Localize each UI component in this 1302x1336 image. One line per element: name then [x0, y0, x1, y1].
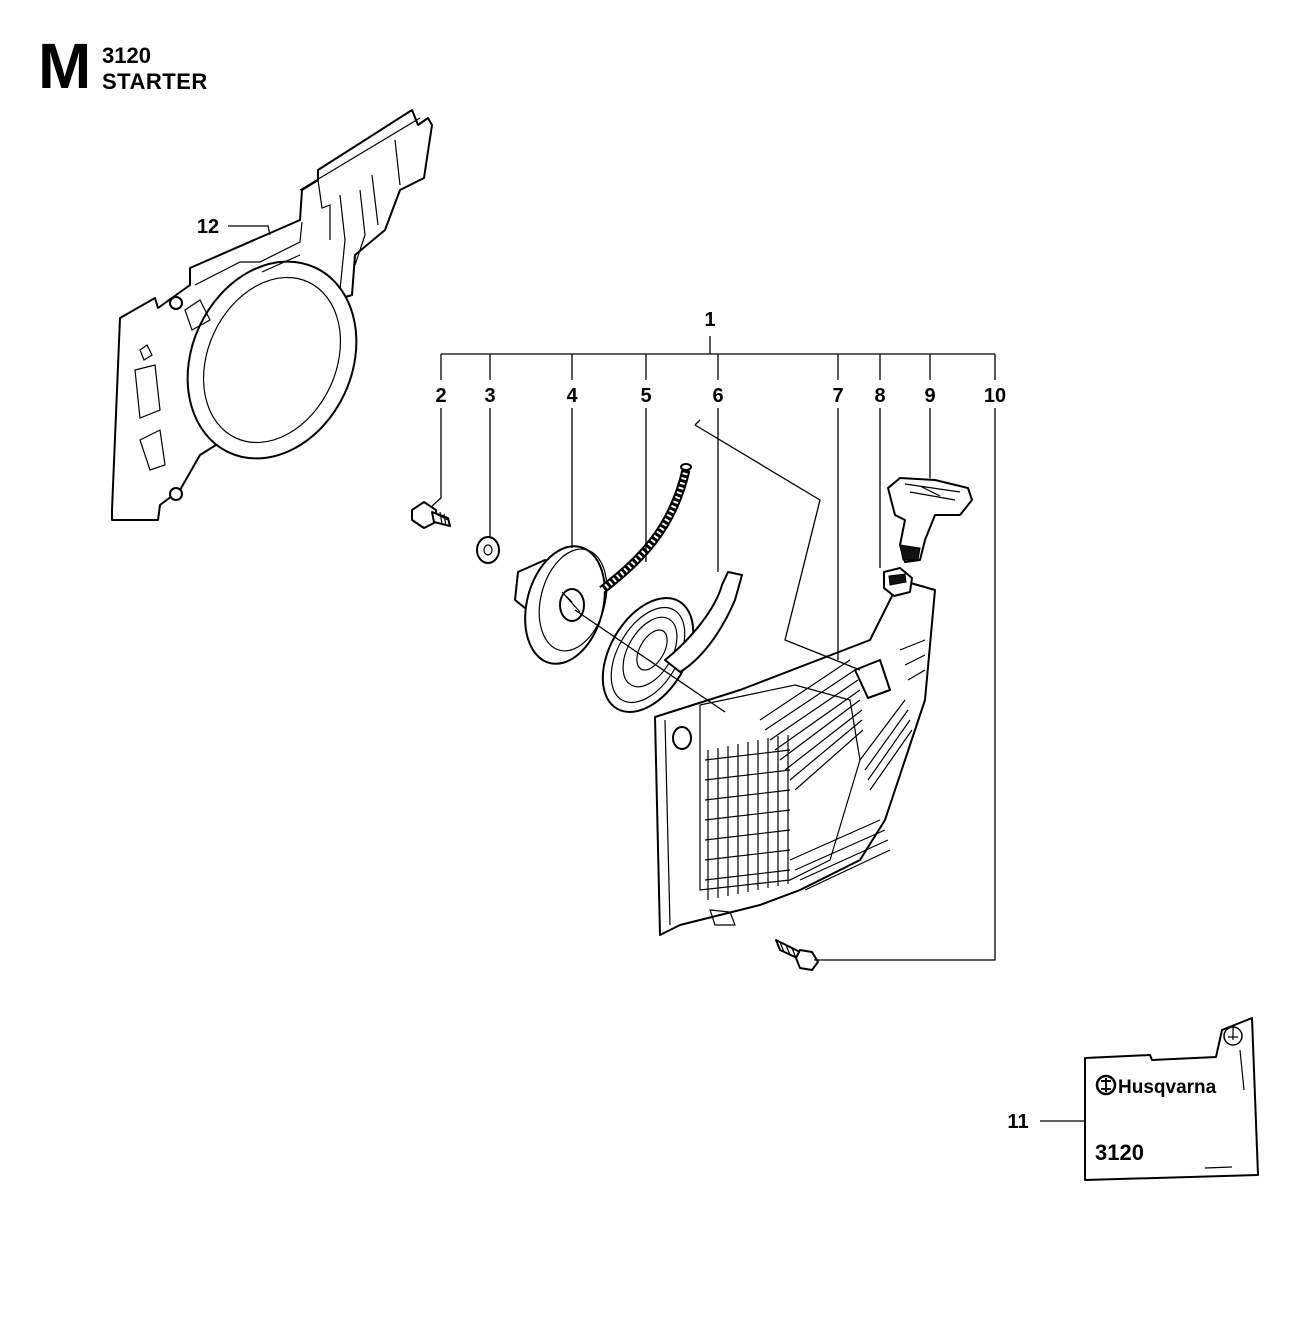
part-6-recoil-spring	[601, 571, 743, 713]
section-title: STARTER	[102, 69, 208, 94]
model-number: 3120	[102, 43, 151, 68]
callout-7: 7	[832, 385, 843, 407]
callout-3: 3	[484, 385, 495, 407]
callout-8: 8	[874, 385, 885, 407]
cover-right-grille	[789, 699, 913, 891]
section-letter: M	[38, 30, 92, 102]
part-7-starter-cover	[654, 579, 936, 936]
callout-12: 12	[197, 216, 219, 238]
callout-labels: 1 2 3 4 5 6 7 8 9 10 11 12	[197, 216, 1029, 1133]
callout-4: 4	[566, 385, 578, 407]
callout-9: 9	[924, 385, 935, 407]
decal-brand: Husqvarna	[1118, 1077, 1217, 1098]
callout-1: 1	[704, 309, 715, 331]
part-12-housing-plate	[111, 109, 433, 521]
part-5-rope	[599, 463, 692, 594]
part-11-decal: Husqvarna 3120	[1084, 1017, 1259, 1181]
part-9-starter-handle	[887, 477, 973, 563]
cover-top-grille	[759, 659, 864, 791]
callout-11: 11	[1007, 1111, 1028, 1133]
part-8-rope-guide	[883, 567, 913, 597]
cover-left-grille	[704, 735, 791, 900]
callout-10: 10	[984, 385, 1006, 407]
husqvarna-crown-icon	[1095, 1074, 1117, 1096]
callout-6: 6	[712, 385, 723, 407]
part-4-pulley	[514, 545, 608, 665]
part-2-bolt	[411, 501, 451, 529]
callout-2: 2	[435, 385, 446, 407]
part-10-cover-screw	[775, 939, 819, 971]
leader-lines	[228, 225, 1085, 1122]
part-3-washer	[476, 536, 500, 564]
callout-5: 5	[640, 385, 651, 407]
decal-model: 3120	[1095, 1140, 1144, 1165]
